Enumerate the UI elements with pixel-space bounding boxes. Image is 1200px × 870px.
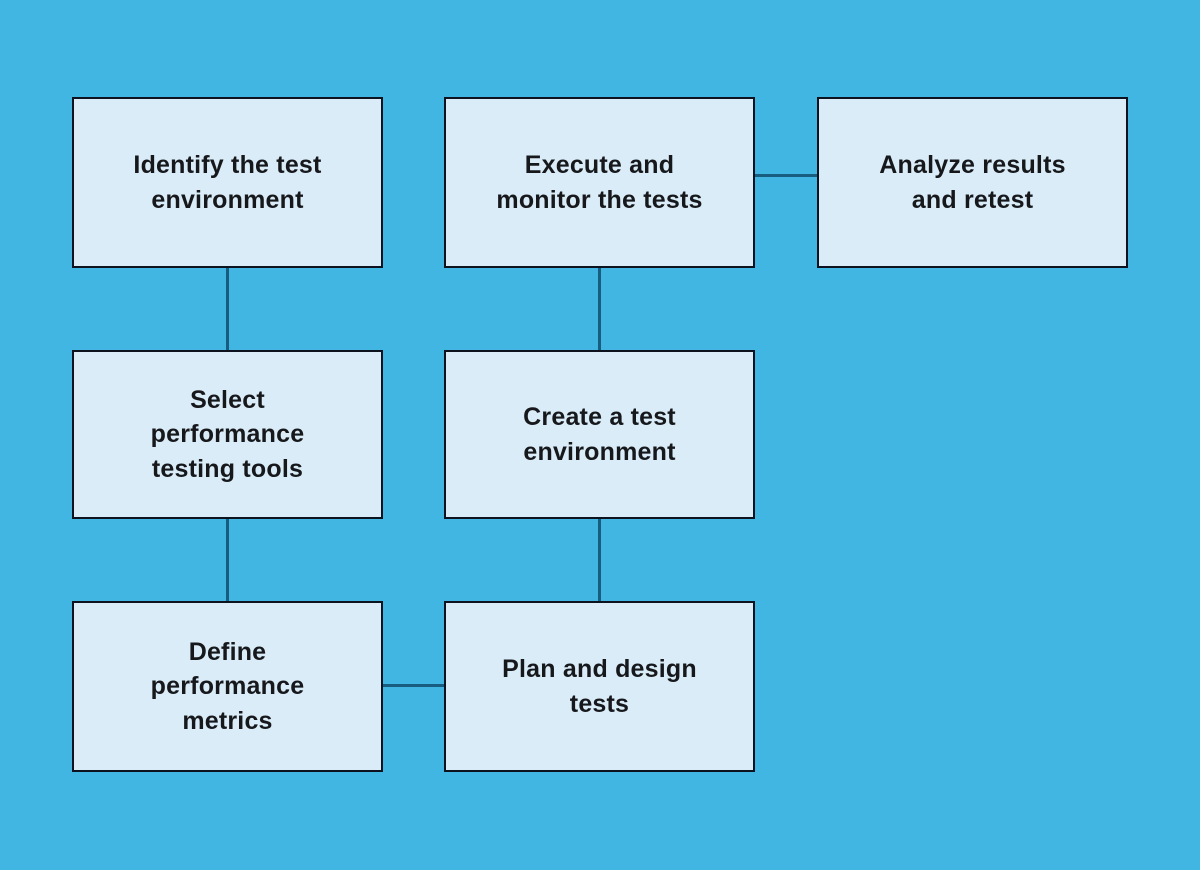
label-line: Identify the test bbox=[133, 151, 322, 179]
label-line: metrics bbox=[182, 706, 273, 735]
flow-node-define-performance-metrics: Define performance metrics bbox=[72, 601, 383, 772]
connector-define-to-plan bbox=[383, 684, 444, 687]
flow-node-label: Select performance testing tools bbox=[151, 383, 305, 487]
flow-node-plan-design-tests: Plan and design tests bbox=[444, 601, 755, 772]
flow-node-execute-monitor-tests: Execute and monitor the tests bbox=[444, 97, 755, 268]
flow-node-label: Create a test environment bbox=[523, 400, 676, 469]
flow-node-select-performance-testing-tools: Select performance testing tools bbox=[72, 350, 383, 519]
flow-node-identify-test-environment: Identify the test environment bbox=[72, 97, 383, 268]
label-line: Create a test bbox=[523, 403, 676, 431]
label-line: and retest bbox=[911, 185, 1034, 214]
label-line: Execute and bbox=[524, 151, 675, 179]
connector-plan-to-create bbox=[598, 519, 601, 601]
flow-node-label: Define performance metrics bbox=[151, 635, 305, 739]
connector-execute-to-analyze bbox=[755, 174, 817, 177]
flow-node-analyze-results-retest: Analyze results and retest bbox=[817, 97, 1128, 268]
connector-select-to-define bbox=[226, 519, 229, 601]
label-line: environment bbox=[151, 185, 304, 214]
label-line: testing tools bbox=[151, 454, 304, 483]
label-line: Define bbox=[188, 637, 267, 666]
label-line: tests bbox=[569, 689, 630, 718]
connector-identify-to-select bbox=[226, 268, 229, 350]
connector-create-to-execute bbox=[598, 268, 601, 350]
label-line: performance bbox=[150, 420, 305, 449]
label-line: environment bbox=[523, 437, 676, 466]
flow-node-label: Analyze results and retest bbox=[879, 148, 1065, 217]
flow-node-create-test-environment: Create a test environment bbox=[444, 350, 755, 519]
label-line: performance bbox=[150, 672, 305, 701]
flow-node-label: Identify the test environment bbox=[133, 148, 321, 217]
flow-node-label: Execute and monitor the tests bbox=[496, 148, 702, 217]
label-line: monitor the tests bbox=[496, 185, 703, 214]
label-line: Analyze results bbox=[879, 151, 1066, 179]
flow-node-label: Plan and design tests bbox=[502, 652, 697, 721]
label-line: Select bbox=[190, 385, 265, 414]
label-line: Plan and design bbox=[502, 655, 697, 683]
